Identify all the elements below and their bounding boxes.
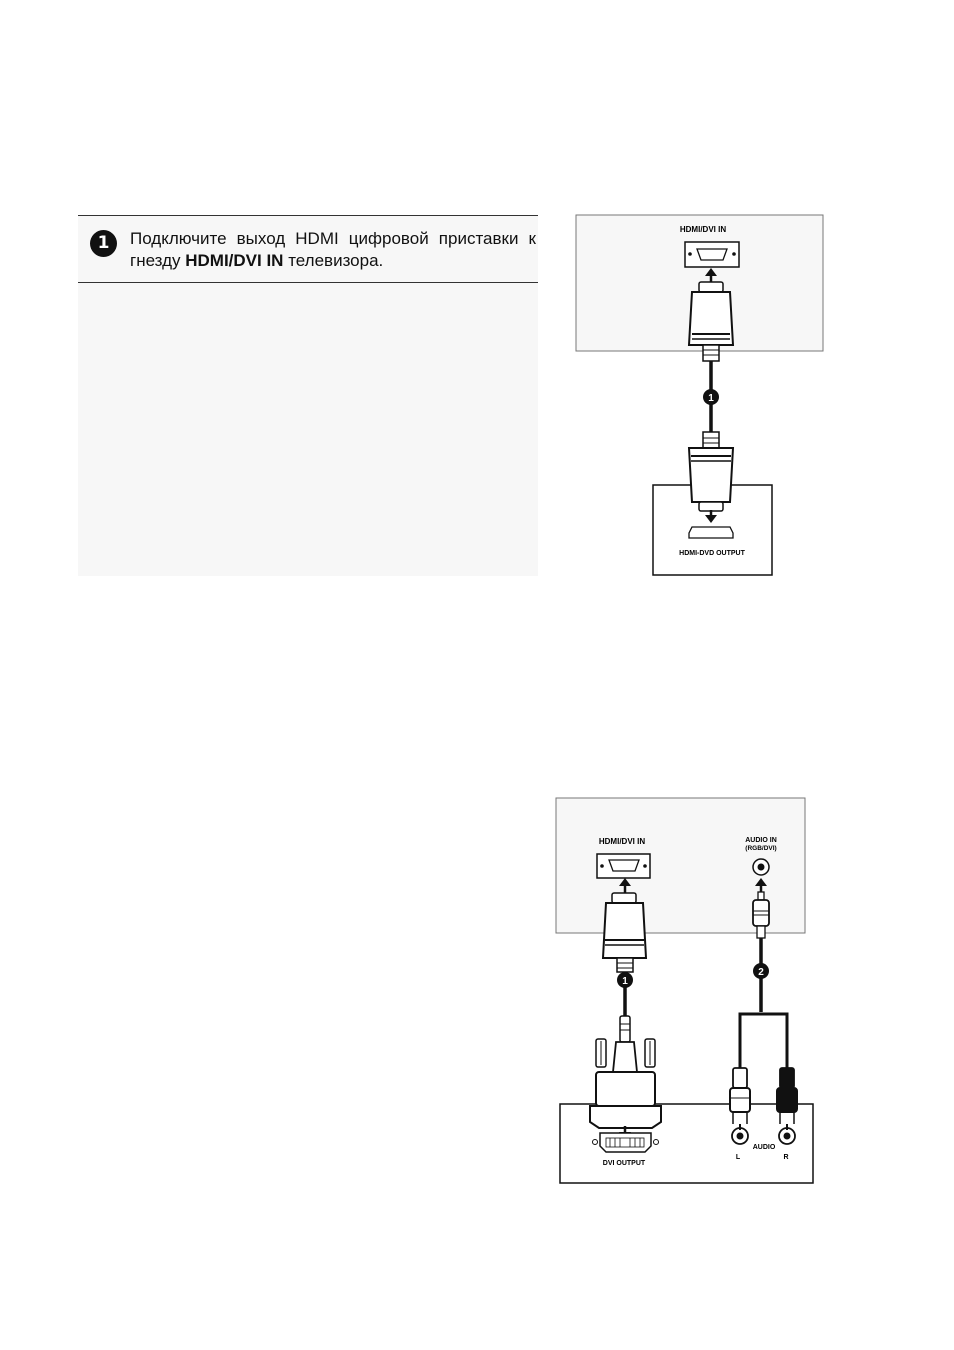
audio-left-label: L bbox=[736, 1154, 741, 1161]
tv-hdmi-label-bottom: HDMI/DVI IN bbox=[599, 837, 645, 846]
audio-jack-icon bbox=[753, 859, 769, 875]
dvi-output-port-icon bbox=[593, 1133, 659, 1152]
hdmi-plug-bottom-icon bbox=[603, 893, 646, 972]
tv-audio-label-line2: (RGB/DVI) bbox=[745, 845, 776, 852]
audio-cable-split bbox=[740, 1014, 787, 1068]
hdmi-port-bottom-icon bbox=[597, 854, 650, 878]
cable2-marker-label: 2 bbox=[758, 967, 764, 978]
audio-right-label: R bbox=[783, 1154, 788, 1161]
audio-output-label: AUDIO bbox=[753, 1144, 776, 1151]
dvi-output-label: DVI OUTPUT bbox=[603, 1160, 646, 1167]
dvi-plug-icon bbox=[590, 1016, 661, 1128]
cable1-marker-label: 1 bbox=[622, 976, 628, 987]
tv-audio-label-line1: AUDIO IN bbox=[745, 837, 777, 844]
